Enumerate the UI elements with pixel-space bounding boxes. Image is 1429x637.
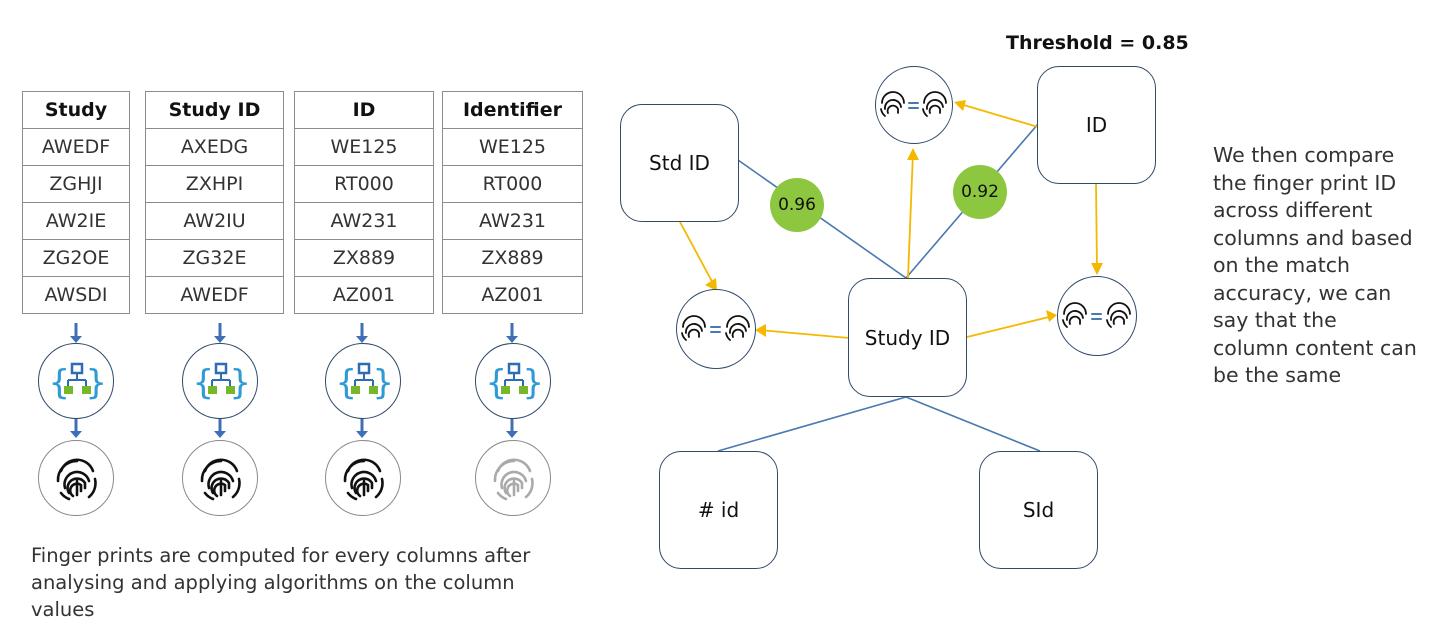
table-cell: ZG2OE — [22, 239, 130, 277]
table-cell: AWEDF — [145, 276, 284, 314]
edge-study-id-sid — [905, 396, 1041, 452]
arrow-study-id-to-top-match — [907, 151, 914, 279]
algorithm-icon: { } — [38, 343, 114, 419]
svg-text:}: } — [523, 363, 543, 403]
table-header: Study ID — [145, 91, 284, 129]
table-identifier: Identifier WE125 RT000 AW231 ZX889 AZ001 — [442, 91, 583, 314]
down-arrow-head — [506, 336, 518, 343]
table-cell: RT000 — [442, 165, 583, 203]
table-cell: AZ001 — [294, 276, 434, 314]
table-cell: AZ001 — [442, 276, 583, 314]
table-cell: WE125 — [442, 128, 583, 166]
algorithm-icon: { } — [182, 343, 258, 419]
table-id: ID WE125 RT000 AW231 ZX889 AZ001 — [294, 91, 434, 314]
table-header: ID — [294, 91, 434, 129]
edge-study-id-hash-id — [717, 396, 907, 452]
fingerprint-icon — [182, 440, 258, 516]
left-caption: Finger prints are computed for every col… — [31, 544, 531, 621]
table-cell: AXEDG — [145, 128, 284, 166]
table-cell: AWSDI — [22, 276, 130, 314]
table-study: Study AWEDF ZGHJI AW2IE ZG2OE AWSDI — [22, 91, 130, 314]
svg-text:}: } — [373, 363, 393, 403]
fingerprint-icon — [38, 440, 114, 516]
table-cell: AW231 — [294, 202, 434, 240]
fingerprint-equals-icon — [676, 289, 756, 369]
arrow-study-id-to-left-match — [758, 329, 850, 339]
threshold-label: Threshold = 0.85 — [1006, 32, 1189, 54]
node-hash-id: # id — [659, 451, 778, 569]
down-arrow-head — [214, 336, 226, 343]
arrow-head — [1091, 263, 1103, 275]
fingerprint-icon — [475, 440, 551, 516]
edge-std-id-study-id — [737, 159, 907, 279]
score-badge-std-id: 0.96 — [770, 178, 824, 232]
node-id: ID — [1037, 66, 1156, 184]
algorithm-icon: { } — [325, 343, 401, 419]
fingerprint-equals-icon — [875, 66, 953, 144]
node-std-id: Std ID — [620, 104, 739, 222]
down-arrow-head — [356, 431, 368, 438]
down-arrow-head — [70, 431, 82, 438]
table-study-id: Study ID AXEDG ZXHPI AW2IU ZG32E AWEDF — [145, 91, 284, 314]
table-cell: AW2IU — [145, 202, 284, 240]
arrow-head — [907, 148, 919, 160]
down-arrow-head — [356, 336, 368, 343]
table-cell: AWEDF — [22, 128, 130, 166]
arrow-head — [954, 100, 966, 111]
arrow-study-id-to-right-match — [966, 315, 1054, 338]
table-cell: RT000 — [294, 165, 434, 203]
arrow-id-to-right-match — [1095, 183, 1098, 272]
svg-text:}: } — [230, 363, 250, 403]
table-cell: ZG32E — [145, 239, 284, 277]
arrow-id-to-top-match — [956, 102, 1039, 128]
down-arrow-head — [70, 336, 82, 343]
down-arrow-head — [214, 431, 226, 438]
svg-text:}: } — [86, 363, 106, 403]
right-caption: We then compare the finger print ID acro… — [1213, 143, 1417, 387]
table-cell: WE125 — [294, 128, 434, 166]
table-header: Study — [22, 91, 130, 129]
arrow-head — [1046, 310, 1057, 322]
arrow-head — [705, 278, 717, 291]
fingerprint-icon — [325, 440, 401, 516]
score-badge-id: 0.92 — [953, 165, 1007, 219]
table-cell: ZX889 — [294, 239, 434, 277]
arrow-head — [755, 324, 766, 337]
table-cell: AW2IE — [22, 202, 130, 240]
fingerprint-equals-icon — [1057, 276, 1137, 356]
arrow-std-id-to-left-match — [679, 221, 716, 288]
node-study-id: Study ID — [848, 278, 967, 397]
algorithm-icon: { } — [475, 343, 551, 419]
table-cell: ZXHPI — [145, 165, 284, 203]
node-sid: SId — [979, 451, 1098, 569]
down-arrow-head — [506, 431, 518, 438]
